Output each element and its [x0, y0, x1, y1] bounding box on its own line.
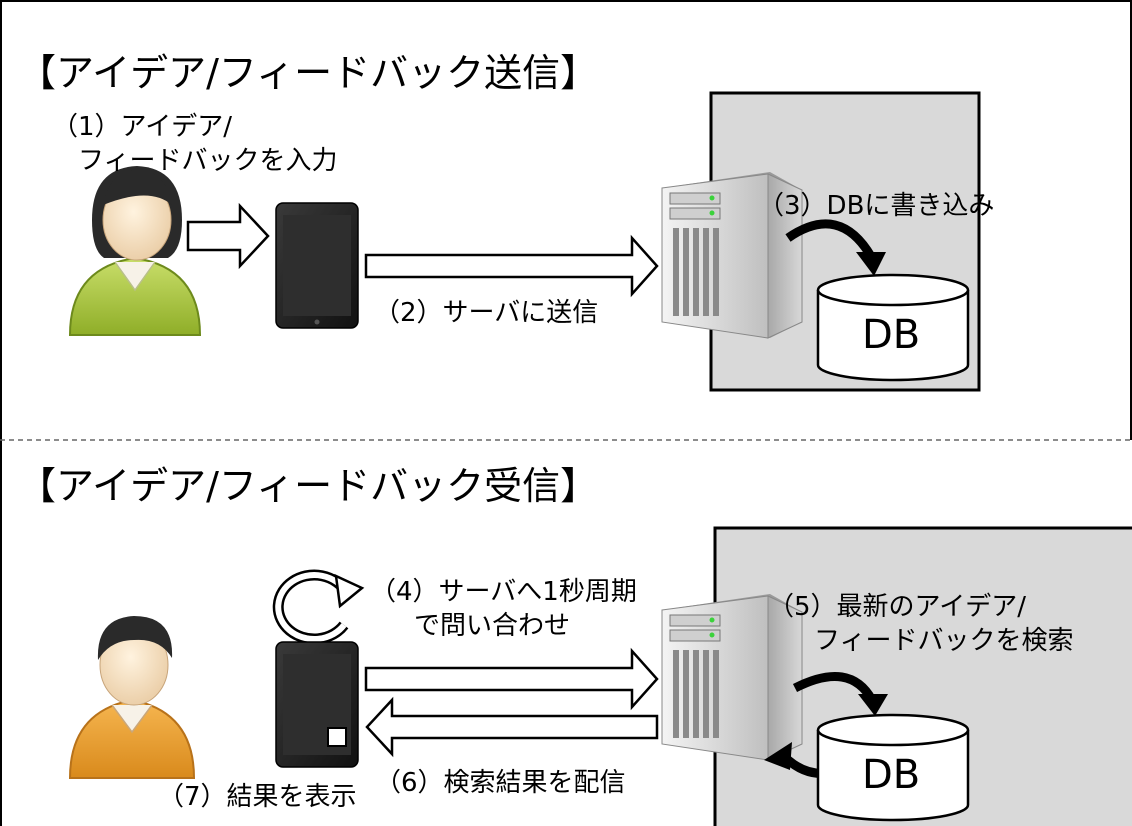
arrow-icon-send — [364, 234, 659, 298]
receive-section-title: 【アイデア/フィードバック受信】 — [18, 464, 599, 508]
step4-label: （4）サーバへ1秒周期 で問い合わせ — [370, 575, 637, 643]
tablet-receive-icon — [275, 641, 359, 768]
send-section-title: 【アイデア/フィードバック送信】 — [18, 51, 599, 95]
step2-label: （2）サーバに送信 — [374, 298, 599, 328]
step1-line1: （1）アイデア/ — [52, 112, 233, 142]
arrow-icon-search — [792, 671, 876, 703]
db-receive-label: DB — [862, 752, 921, 798]
step5-label: （5）最新のアイデア/ フィードバックを検索 — [768, 590, 1073, 658]
step1-line2: フィードバックを入力 — [78, 146, 338, 176]
step6-label: （6）検索結果を配信 — [375, 768, 626, 798]
arrow-head-return — [764, 742, 792, 770]
step3-label: （3）DBに書き込み — [758, 191, 995, 221]
user-send-icon — [68, 166, 202, 336]
server-receive-icon — [661, 594, 803, 761]
result-display-icon — [327, 727, 347, 747]
user-receive-icon — [68, 616, 196, 779]
tablet-send-icon — [275, 202, 359, 329]
step4-line2: で問い合わせ — [414, 611, 571, 641]
database-receive-icon — [816, 713, 970, 822]
arrow-icon-deliver — [365, 696, 659, 758]
arrow-icon-input — [186, 202, 270, 270]
step4-line1: （4）サーバへ1秒周期 — [370, 577, 637, 607]
step7-label: （7）結果を表示 — [158, 782, 357, 812]
step1-label: （1）アイデア/ フィードバックを入力 — [52, 110, 337, 178]
db-send-label: DB — [862, 312, 921, 358]
refresh-icon — [272, 569, 365, 645]
server-send-icon — [661, 172, 803, 339]
arrow-icon-query — [364, 647, 659, 711]
database-send-icon — [816, 273, 970, 382]
step5-line1: （5）最新のアイデア/ — [768, 592, 1027, 622]
step5-line2: フィードバックを検索 — [814, 626, 1074, 656]
arrow-icon-write — [785, 219, 876, 261]
arrow-head-write — [856, 252, 886, 276]
arrow-head-search — [858, 694, 888, 716]
